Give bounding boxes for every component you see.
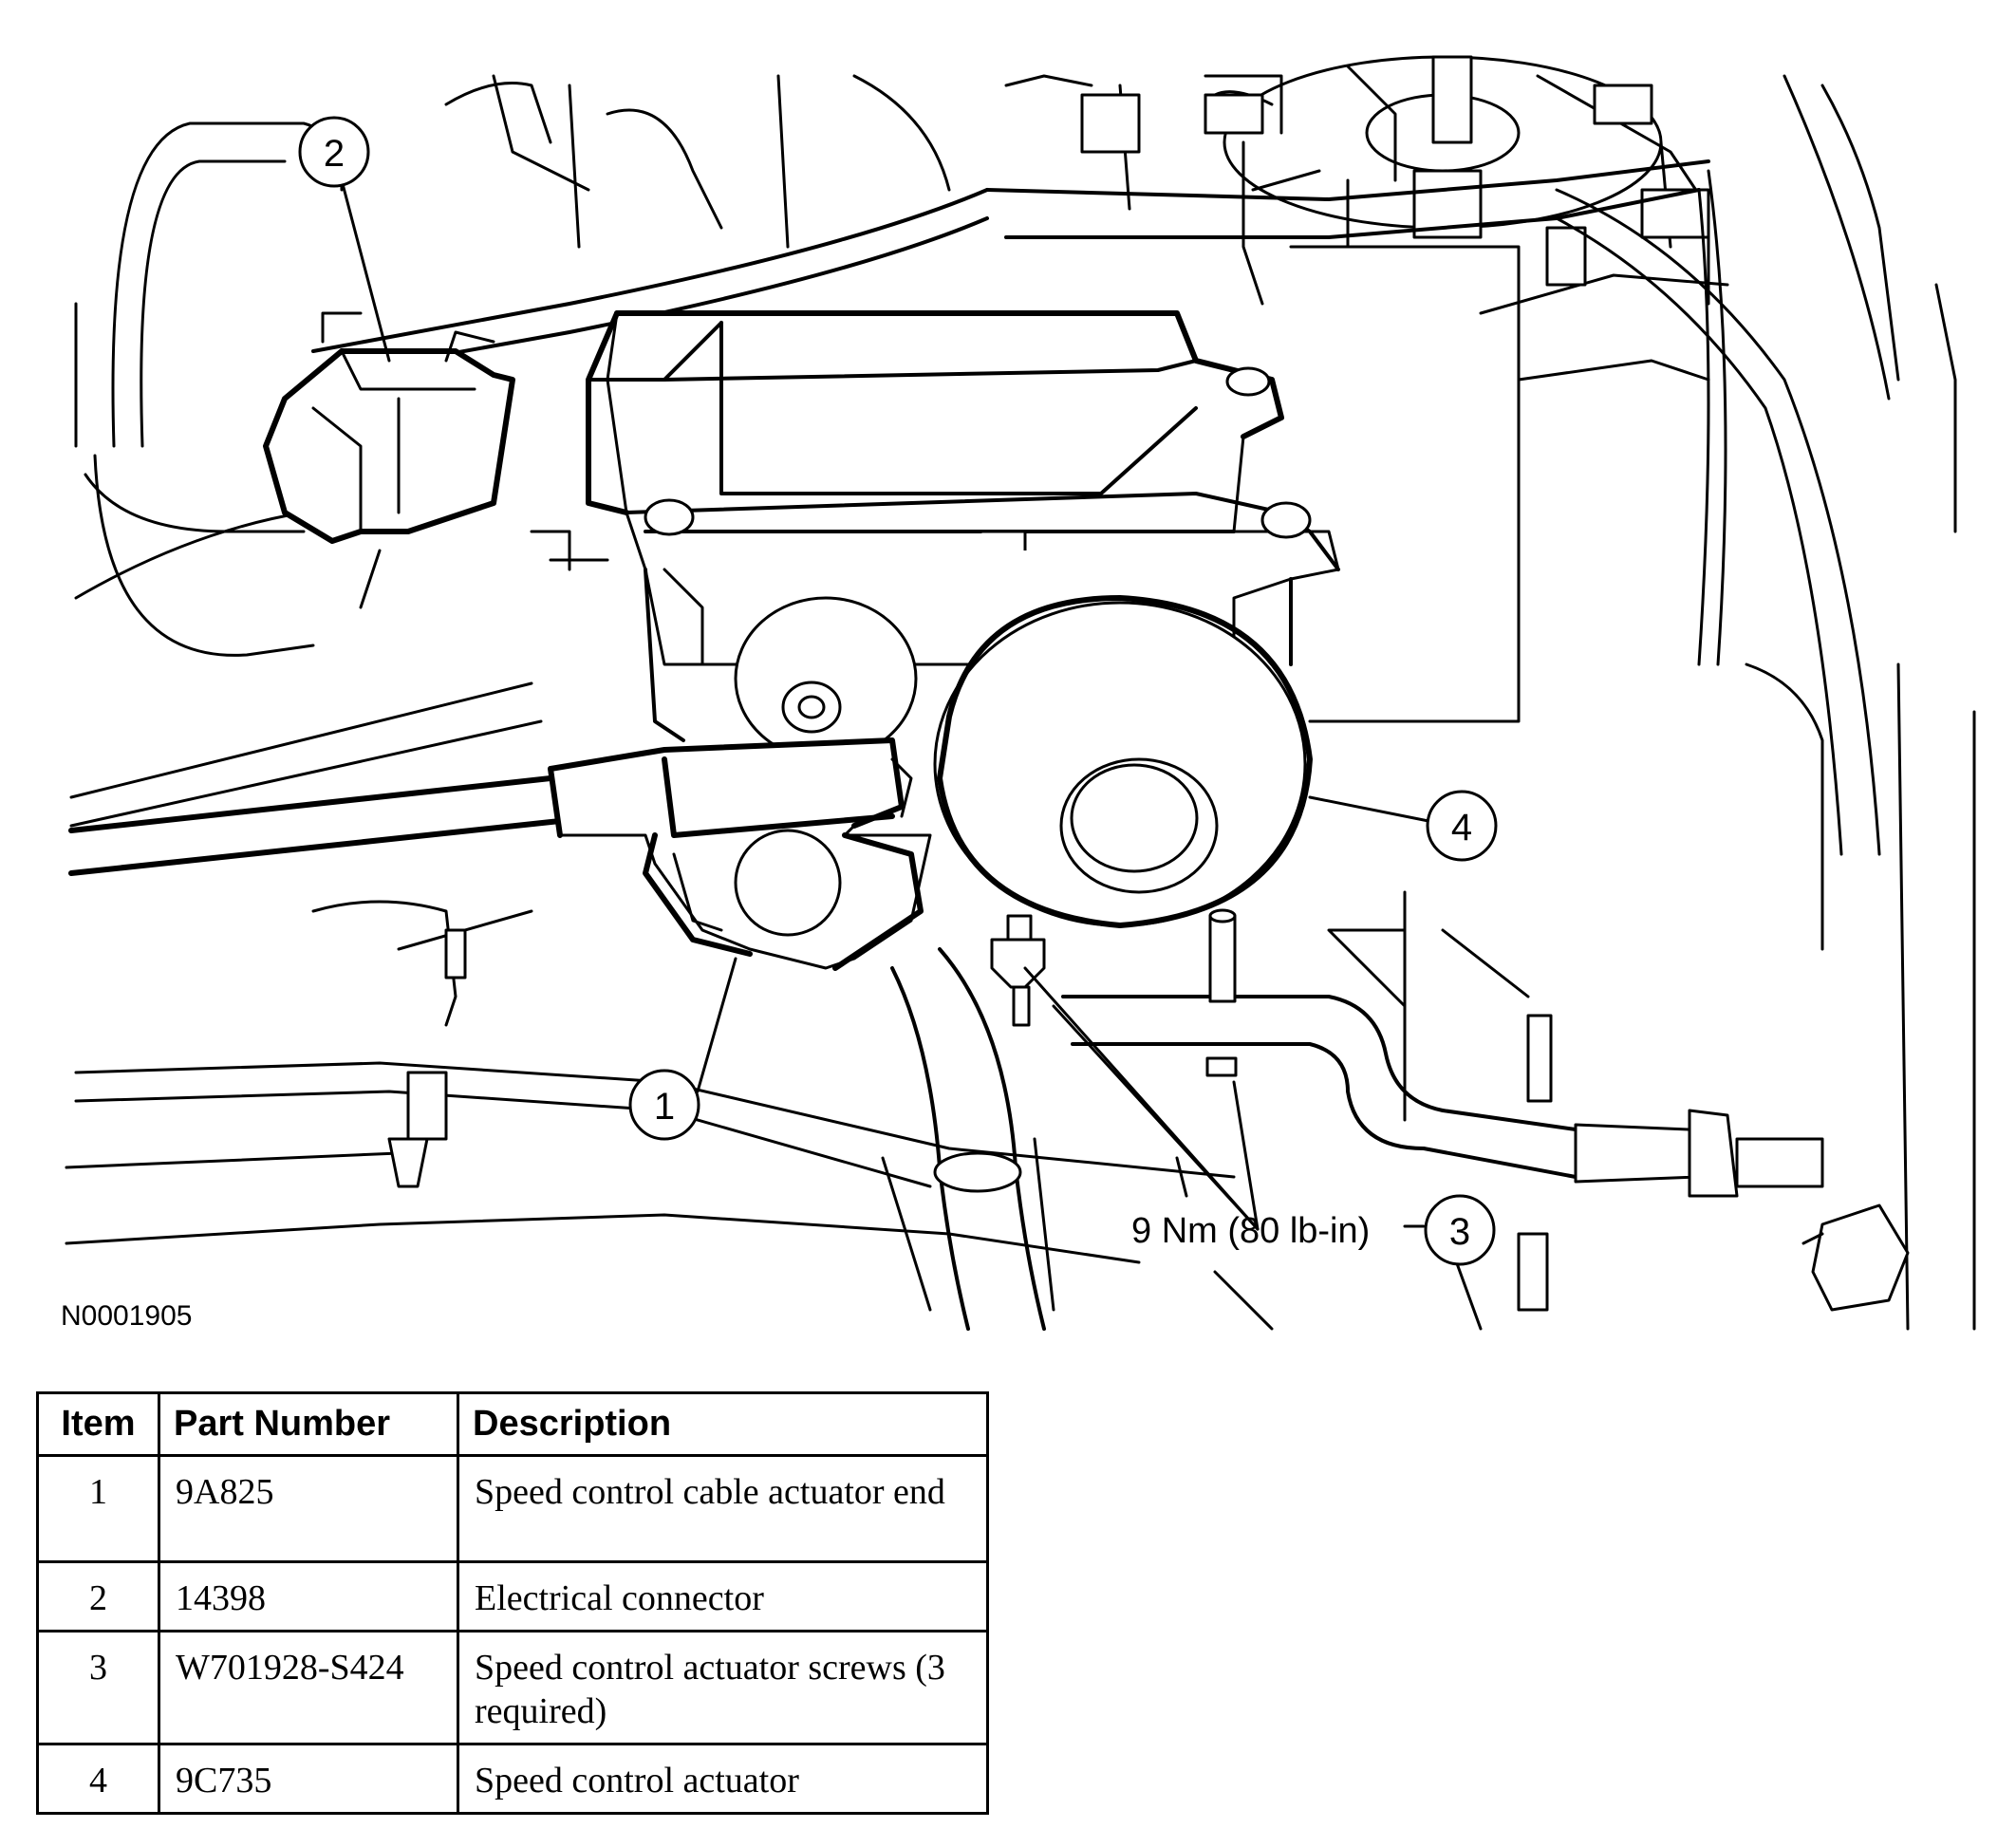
cell-part-number: W701928-S424 <box>158 1630 459 1745</box>
cell-item: 3 <box>36 1630 160 1745</box>
cell-part-number: 9C735 <box>158 1743 459 1815</box>
callout-2: 2 <box>298 116 370 188</box>
actuator-illustration: 2 1 4 3 9 Nm (80 lb-in) <box>65 55 1976 1331</box>
svg-text:2: 2 <box>324 133 345 175</box>
header-description: Description <box>457 1391 989 1457</box>
actuator-screws <box>387 908 1553 1312</box>
leader-lines <box>340 178 1430 1231</box>
cell-item: 1 <box>36 1454 160 1563</box>
svg-text:3: 3 <box>1449 1211 1470 1253</box>
callout-4: 4 <box>1426 790 1498 862</box>
actuator-pulley <box>734 595 1313 928</box>
torque-spec-label: 9 Nm (80 lb-in) <box>1131 1211 1370 1251</box>
cell-item: 4 <box>36 1743 160 1815</box>
speed-control-actuator <box>530 310 1340 742</box>
table-row: 4 9C735 Speed control actuator <box>36 1743 989 1815</box>
cell-description: Speed control actuator <box>457 1743 989 1815</box>
cable-actuator-end <box>68 737 932 971</box>
svg-text:1: 1 <box>654 1086 675 1128</box>
lower-hoses <box>890 530 1910 1331</box>
cell-description: Electrical connector <box>457 1560 989 1632</box>
cell-part-number: 14398 <box>158 1560 459 1632</box>
table-row: 1 9A825 Speed control cable actuator end <box>36 1454 989 1563</box>
svg-text:4: 4 <box>1451 807 1472 849</box>
strut-tower <box>1080 55 1710 306</box>
cell-description: Speed control actuator screws (3 require… <box>457 1630 989 1745</box>
callout-1: 1 <box>628 1069 700 1141</box>
table-row: 3 W701928-S424 Speed control actuator sc… <box>36 1630 989 1745</box>
cell-part-number: 9A825 <box>158 1454 459 1563</box>
cell-item: 2 <box>36 1560 160 1632</box>
figure-id: N0001905 <box>61 1300 193 1332</box>
header-item: Item <box>36 1391 160 1457</box>
upper-cables <box>311 159 1881 856</box>
electrical-connector <box>263 311 515 609</box>
callout-3: 3 <box>1424 1194 1496 1266</box>
parts-table: Item Part Number Description 1 9A825 Spe… <box>36 1391 989 1815</box>
table-row: 2 14398 Electrical connector <box>36 1560 989 1632</box>
header-part-number: Part Number <box>158 1391 459 1457</box>
table-header-row: Item Part Number Description <box>36 1391 989 1457</box>
cell-description: Speed control cable actuator end <box>457 1454 989 1563</box>
